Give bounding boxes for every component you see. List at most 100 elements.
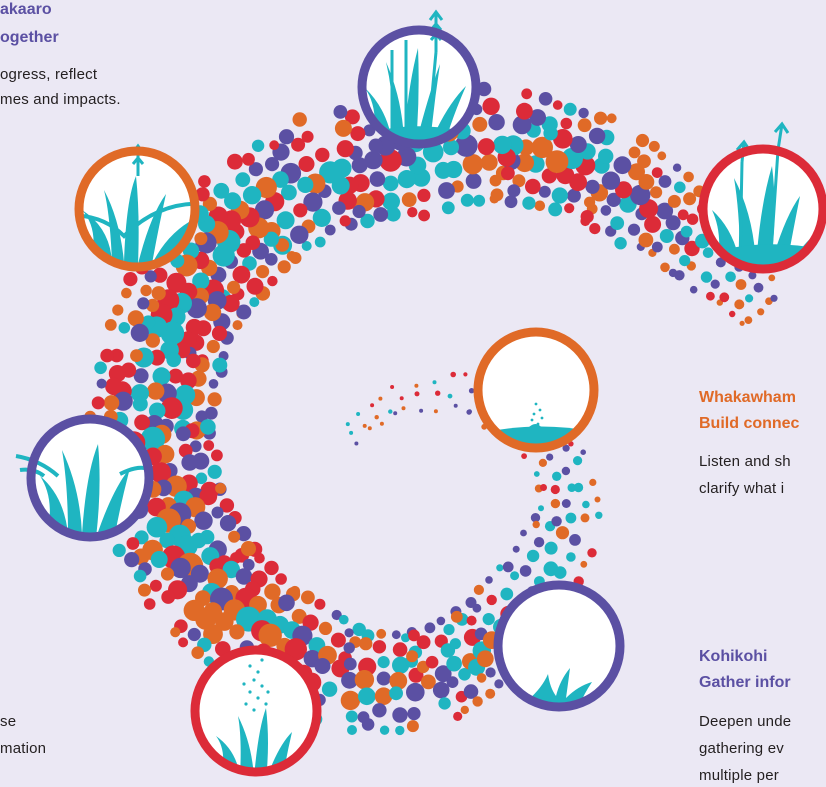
spiral-dot xyxy=(540,484,547,491)
spiral-dot xyxy=(275,573,287,585)
spiral-dot xyxy=(482,613,495,626)
spiral-dot xyxy=(424,622,436,634)
spiral-dot xyxy=(146,516,168,538)
spiral-dot xyxy=(378,396,383,401)
spiral-dot xyxy=(397,170,416,189)
spiral-dot xyxy=(211,506,224,519)
spiral-dot xyxy=(735,279,747,290)
stage-3-heading-maori: Kohikohi xyxy=(699,648,768,665)
spiral-dot xyxy=(362,423,367,428)
spiral-dot xyxy=(298,156,315,172)
spiral-dot xyxy=(739,320,745,326)
spiral-dot xyxy=(281,184,297,201)
spiral-dot xyxy=(290,225,309,244)
spiral-dot xyxy=(293,203,308,218)
spiral-dot xyxy=(160,567,175,581)
spiral-dot xyxy=(149,579,162,592)
spiral-dot xyxy=(137,297,150,310)
stage-2-heading-english: Build connec xyxy=(699,415,800,432)
spiral-dot xyxy=(561,466,571,476)
spiral-dot xyxy=(272,171,289,188)
spiral-dot xyxy=(522,196,536,210)
spiral-dot xyxy=(350,126,366,142)
spiral-dot xyxy=(433,409,438,414)
spiral-dot xyxy=(434,161,452,179)
stage-2-description-line-2: clarify what i xyxy=(699,480,785,497)
spiral-dot xyxy=(406,720,419,733)
spiral-dot xyxy=(361,718,375,731)
spiral-dot xyxy=(232,265,251,284)
spiral-dot xyxy=(385,206,401,222)
spiral-dot xyxy=(229,624,245,640)
spiral-dot xyxy=(242,558,255,571)
spiral-dot xyxy=(356,412,361,416)
spiral-dot xyxy=(284,638,307,661)
spiral-dot xyxy=(395,725,405,736)
spiral-dot xyxy=(140,284,152,297)
spiral-dot xyxy=(748,271,757,280)
spiral-dot xyxy=(473,194,486,207)
spiral-dot xyxy=(447,393,453,399)
spiral-dot xyxy=(211,325,228,341)
spiral-dot xyxy=(363,124,376,137)
spiral-dot xyxy=(485,688,496,699)
spiral-dot xyxy=(417,188,431,202)
stage-3-description-line-1: Deepen unde xyxy=(699,713,792,730)
spiral-dot xyxy=(393,411,398,416)
spiral-dot xyxy=(339,215,351,227)
spiral-dot xyxy=(189,440,202,453)
spiral-dot xyxy=(319,161,342,184)
spiral-dot xyxy=(159,532,175,549)
spiral-dot xyxy=(421,674,436,690)
spiral-dot xyxy=(446,655,462,672)
spiral-dot xyxy=(354,441,359,446)
spiral-dot xyxy=(489,194,499,204)
spiral-dot xyxy=(446,676,459,688)
tussock-grass-icon xyxy=(703,149,823,269)
spiral-dot xyxy=(538,505,544,512)
spiral-dot xyxy=(314,598,326,610)
spiral-dot xyxy=(725,271,736,283)
spiral-dot xyxy=(567,188,581,203)
spiral-dot xyxy=(521,88,533,100)
spiral-dot xyxy=(138,583,151,597)
spiral-dot xyxy=(219,498,235,513)
spiral-dot xyxy=(232,320,243,331)
spiral-dot xyxy=(594,496,601,503)
spiral-dot xyxy=(573,456,583,466)
spiral-dot xyxy=(374,687,393,705)
spiral-dot xyxy=(372,640,387,654)
spiral-dot xyxy=(482,97,500,116)
spiral-dot xyxy=(291,137,306,152)
spiral-dot xyxy=(493,135,512,155)
spiral-dot xyxy=(569,136,587,153)
spiral-dot xyxy=(401,633,410,643)
spiral-dot xyxy=(103,395,120,411)
stage-3-description-line-3: multiple per xyxy=(699,767,779,784)
spiral-dot xyxy=(147,382,165,400)
spiral-dot xyxy=(389,686,403,701)
spiral-dot xyxy=(757,308,765,316)
spiral-dot xyxy=(219,515,237,532)
spiral-dot xyxy=(668,268,678,278)
stage-3-description-line-2: gathering ev xyxy=(699,740,784,757)
spiral-dot xyxy=(406,650,419,663)
spiral-dot xyxy=(462,154,483,175)
spiral-dot xyxy=(489,174,502,187)
spiral-dot xyxy=(146,298,160,312)
spiral-dot xyxy=(532,520,540,529)
spiral-dot xyxy=(628,163,645,181)
spiral-dot xyxy=(228,530,241,543)
spiral-dot xyxy=(392,642,408,657)
spiral-dot xyxy=(651,241,663,253)
spiral-dot xyxy=(651,167,663,179)
spiral-dot xyxy=(477,138,495,156)
stage-badge-bottom-left xyxy=(190,645,322,777)
spiral-dot xyxy=(314,236,326,248)
spiral-dot xyxy=(254,200,275,220)
spiral-dot xyxy=(168,368,184,384)
spiral-dot xyxy=(441,201,455,215)
spiral-dot xyxy=(152,367,171,386)
spiral-dot xyxy=(303,192,323,212)
spiral-dot xyxy=(485,667,496,678)
